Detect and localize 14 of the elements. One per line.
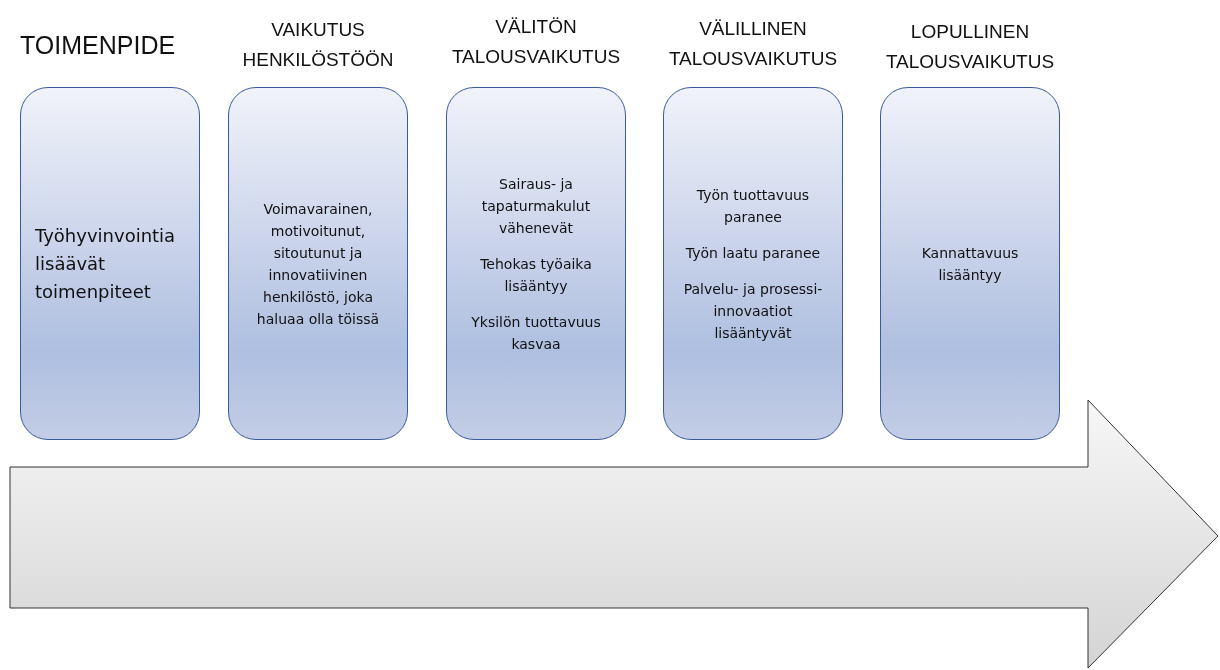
box-text: Työhyvinvointia lisäävät toimenpiteet [35,223,177,304]
box-text: Työn tuottavuus paranee [695,185,811,227]
column-heading: VÄLILLINEN TALOUSVAIKUTUS [667,17,839,71]
column-heading: TOIMENPIDE [20,30,177,60]
column-heading: VÄLITÖN TALOUSVAIKUTUS [450,15,622,69]
column-heading: VAIKUTUS HENKILÖSTÖÖN [241,18,395,72]
column-heading: LOPULLINEN TALOUSVAIKUTUS [884,20,1056,74]
box-text: Tehokas työaika lisääntyy [479,254,593,296]
box-text: Voimavarainen, motivoitunut, sitoutunut ja innovatiivinen henkilöstö, joka haluaa olla töissä [255,199,381,329]
box-text: Työn laatu paranee [685,243,821,263]
box-text: Yksilön tuottavuus kasvaa [470,312,602,354]
box-text: Sairaus- ja tapaturmakulut vähenevät [480,174,592,238]
box-text: Kannattavuus lisääntyy [920,243,1020,285]
box-text: Palvelu- ja prosessi- innovaatiot lisääntyvät [682,279,824,343]
